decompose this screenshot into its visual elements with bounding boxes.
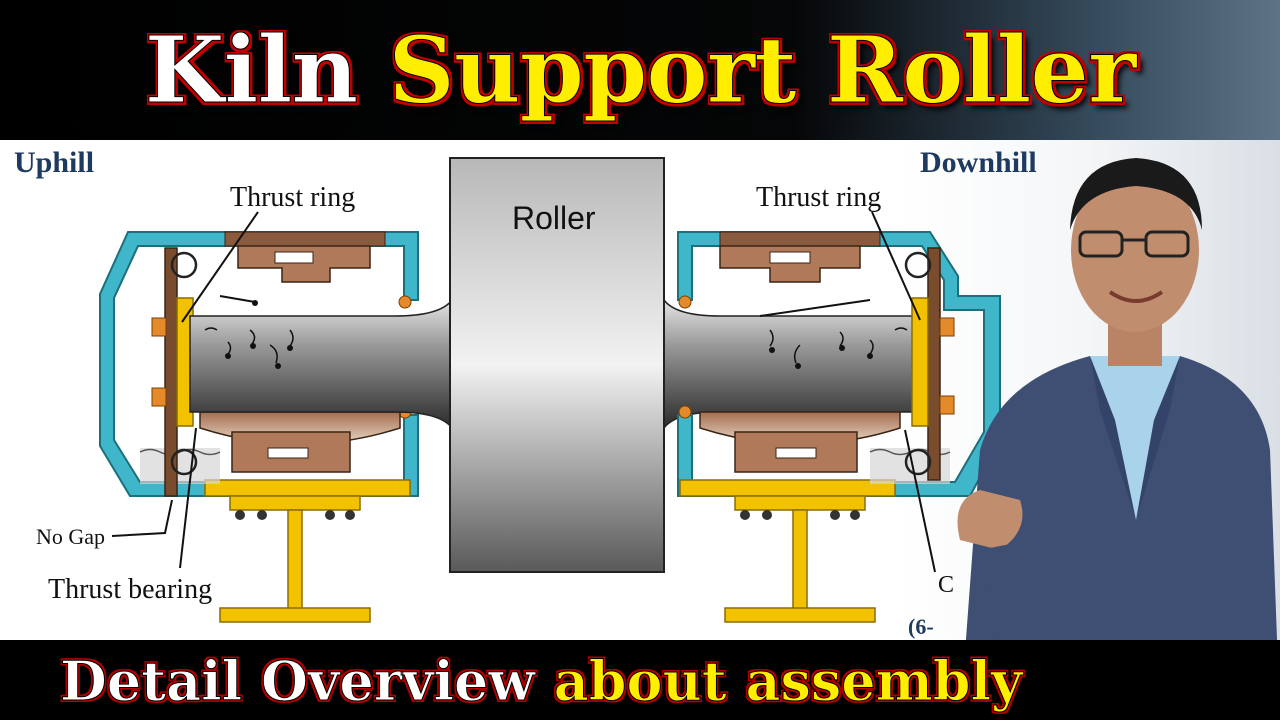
lubrication-drops bbox=[204, 295, 908, 364]
downhill-label: Downhill bbox=[920, 146, 1037, 179]
partial-label-letter: C bbox=[938, 572, 955, 598]
no-gap-label: No Gap bbox=[36, 524, 106, 549]
partial-label-range: (6- bbox=[908, 614, 934, 639]
subtitle-detail-overview: Detail Overview bbox=[60, 649, 536, 714]
thrust-bearing-label: Thrust bearing bbox=[48, 574, 213, 605]
left-bearing-shell bbox=[199, 231, 401, 473]
title-bar bbox=[0, 0, 1280, 140]
presenter-figure-icon bbox=[957, 158, 1280, 720]
subtitle: Detail Overview about assembly bbox=[60, 646, 1023, 716]
right-support-beam bbox=[724, 495, 876, 623]
roller-assembly-diagram bbox=[99, 157, 1001, 623]
leader-lines bbox=[111, 211, 936, 573]
main-title: Kiln Support Roller bbox=[0, 14, 1280, 126]
uphill-label: Uphill bbox=[14, 146, 95, 179]
subtitle-bar bbox=[0, 640, 1280, 720]
thrust-ring-label-right: Thrust ring bbox=[756, 182, 882, 213]
right-bearing-shell bbox=[699, 231, 901, 473]
thrust-ring-label-left: Thrust ring bbox=[230, 182, 356, 213]
title-word-kiln: Kiln bbox=[144, 16, 359, 125]
right-thrust-plate bbox=[678, 247, 955, 481]
oil-droplets bbox=[225, 300, 873, 369]
title-words-support-roller: Support Roller bbox=[388, 16, 1137, 125]
subtitle-about-assembly: about assembly bbox=[553, 649, 1023, 714]
left-support-beam bbox=[219, 495, 371, 623]
left-thrust-plate bbox=[151, 247, 412, 497]
central-roller bbox=[449, 157, 665, 573]
roller-label: Roller bbox=[512, 200, 596, 236]
left-bearing-housing bbox=[99, 231, 419, 497]
